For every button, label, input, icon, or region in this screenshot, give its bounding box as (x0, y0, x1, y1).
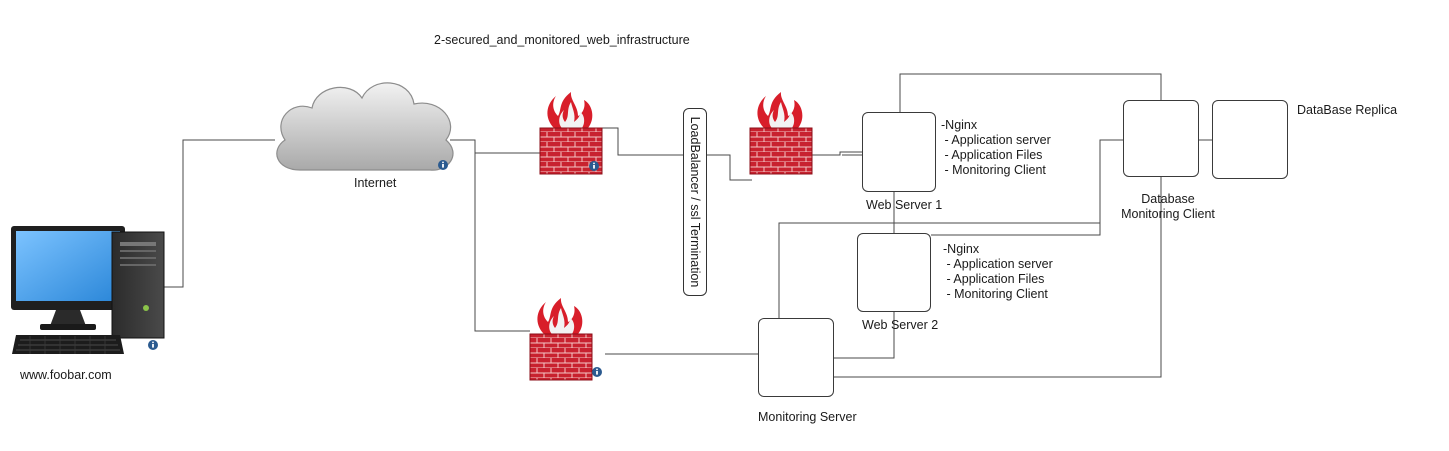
link-internet-firewall1 (450, 139, 540, 154)
link-ws2-db (931, 139, 1123, 236)
component-item: - Monitoring Client (941, 163, 1046, 177)
info-icon-firewall-2 (592, 367, 602, 377)
link-firewall1-lb (602, 127, 683, 156)
component-item: - Application server (943, 257, 1053, 271)
monitoring-server-node[interactable] (758, 318, 834, 397)
web-server-2-node[interactable] (857, 233, 931, 312)
database-node[interactable] (1123, 100, 1199, 177)
component-item: - Monitoring Client (943, 287, 1048, 301)
link-internet-firewall2 (474, 153, 530, 332)
database-label-line1: Database (1141, 192, 1195, 206)
database-label-line2: Monitoring Client (1121, 207, 1215, 221)
load-balancer-label: LoadBalancer / ssl Termination (688, 116, 702, 288)
client-label: www.foobar.com (20, 368, 112, 382)
monitoring-server-label: Monitoring Server (758, 410, 857, 424)
component-item: - Application server (941, 133, 1051, 147)
desktop-computer-icon (11, 226, 165, 354)
connection-lines (152, 73, 1212, 378)
link-client-internet (152, 139, 275, 288)
link-monitor-up (778, 222, 1100, 318)
database-label: Database Monitoring Client (1112, 192, 1224, 222)
firewall-icon-3 (749, 91, 813, 175)
internet-label: Internet (354, 176, 397, 190)
database-replica-node[interactable] (1212, 100, 1288, 179)
link-firewall3-ws1 (812, 151, 862, 156)
web-server-1-components: -Nginx - Application server - Applicatio… (941, 118, 1051, 178)
component-item: - Application Files (941, 148, 1043, 162)
web-server-1-node[interactable] (862, 112, 936, 192)
web-server-2-components: -Nginx - Application server - Applicatio… (943, 242, 1053, 302)
link-lb-firewall3 (707, 154, 752, 181)
database-replica-label: DataBase Replica (1297, 103, 1398, 117)
component-item: - Application Files (943, 272, 1045, 286)
component-item: -Nginx (941, 118, 978, 132)
info-icon-internet (438, 160, 448, 170)
link-ws1-db-top (899, 73, 1162, 112)
diagram-title: 2-secured_and_monitored_web_infrastructu… (434, 33, 690, 47)
cloud-icon (276, 82, 454, 171)
web-server-2-label: Web Server 2 (862, 318, 939, 332)
info-icon-firewall-1 (589, 161, 599, 171)
link-ws2-monitor (834, 312, 895, 359)
firewall-icon-2 (529, 297, 593, 381)
info-icon-client (148, 340, 158, 350)
component-item: -Nginx (943, 242, 980, 256)
link-monitor-db (834, 177, 1162, 378)
web-server-1-label: Web Server 1 (866, 198, 943, 212)
load-balancer-node[interactable]: LoadBalancer / ssl Termination (683, 108, 707, 296)
